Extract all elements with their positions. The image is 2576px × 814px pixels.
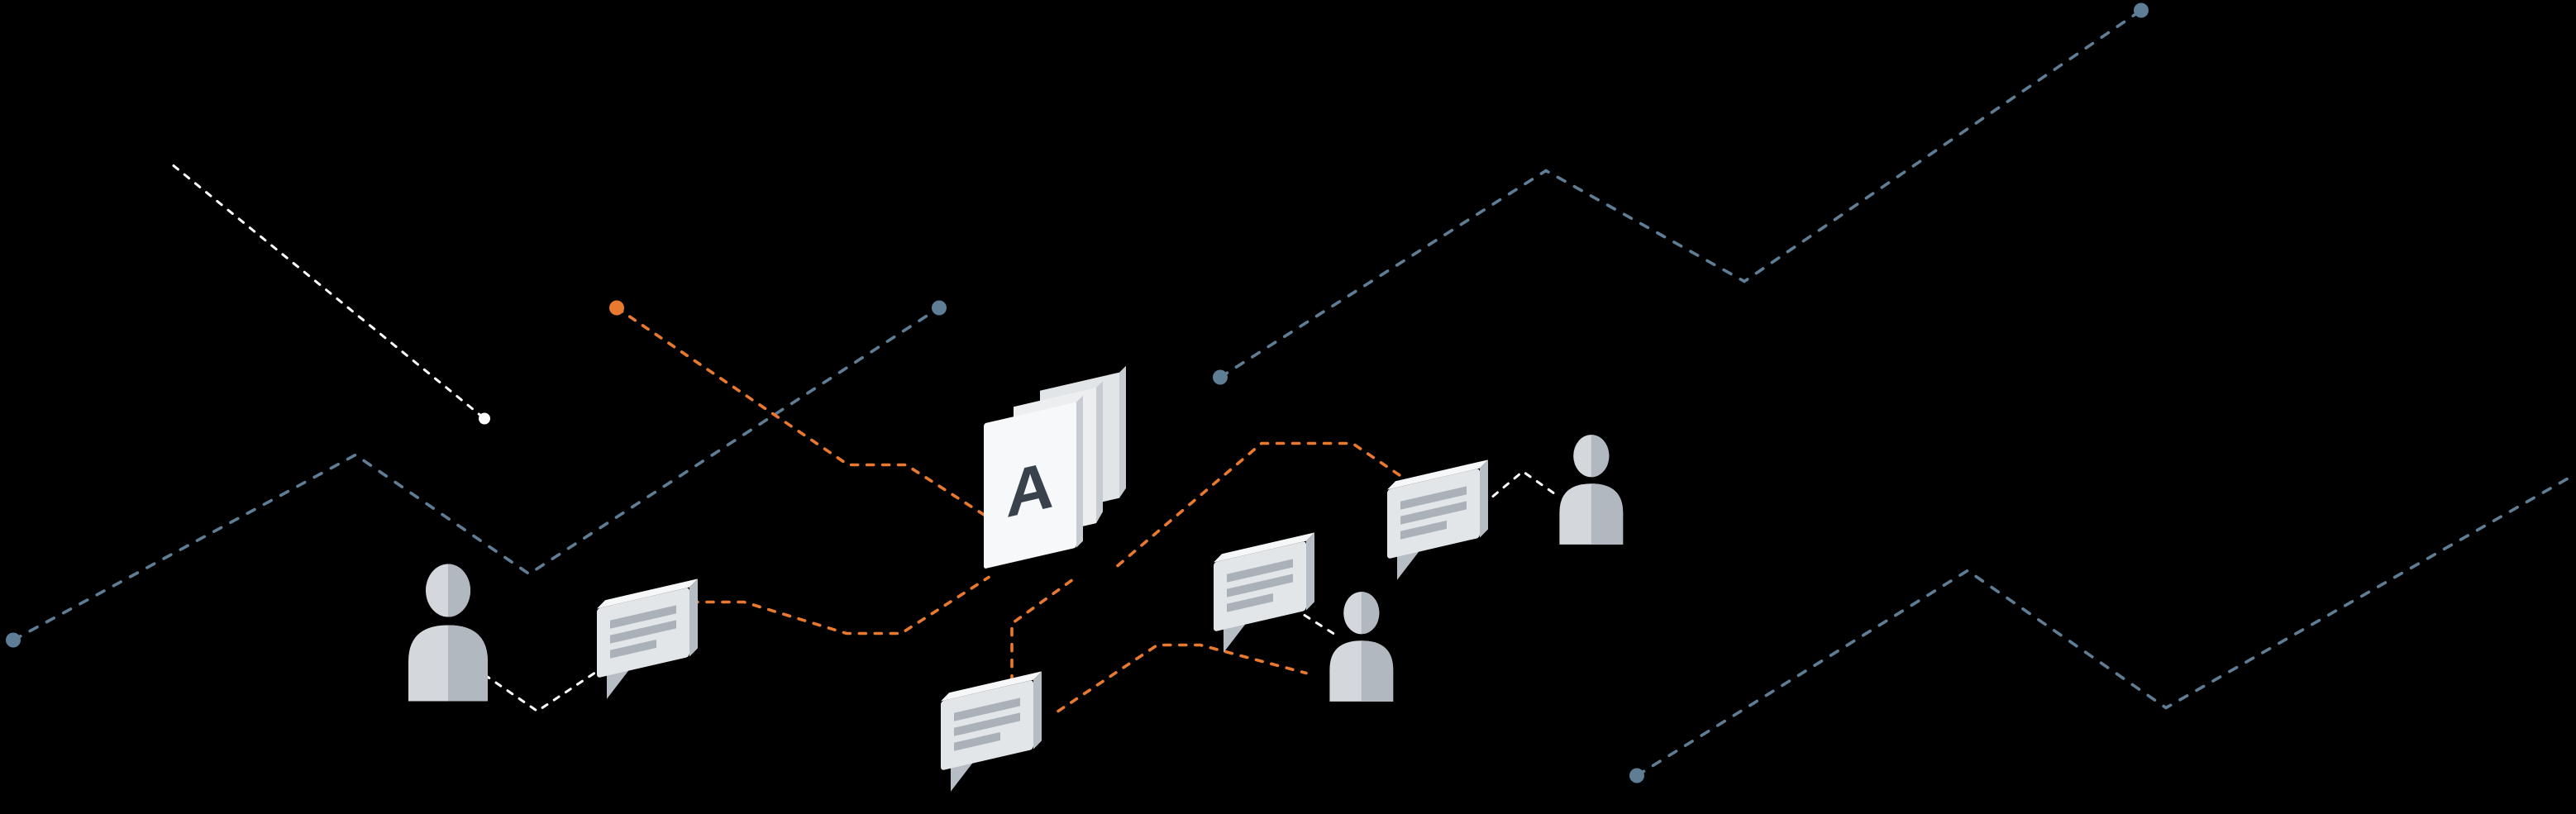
connector-slate-topright-zigzag [1219,8,2143,379]
connector-slate-left-zigzag [12,306,941,642]
connector-slate-right-zigzag [1635,473,2576,778]
document-page-middle-edge [1096,381,1103,524]
connector-white-cardright-to-person [1491,469,1558,497]
dot-slate-center [1213,369,1228,385]
connector-white-personleft-to-cardleft [483,670,599,713]
connector-orange-cardbottom-to-person [1057,643,1308,713]
connector-orange-dot-to-documents [615,306,1014,535]
dot-slate-bottom-right [1629,768,1644,783]
connector-white-topleft [172,164,486,420]
document-page-front-edge [1076,395,1083,548]
connector-orange-cardleft-to-documents [689,575,990,635]
dot-slate-upper-middle [932,300,947,316]
dot-slate-left-edge [6,632,21,648]
dot-white [479,412,490,425]
document-stack-icon: A [984,365,1126,569]
dot-orange [609,300,624,316]
connector-white-cardmiddle-to-person [1303,614,1338,636]
connector-orange-documents-to-cardright [1116,441,1410,568]
document-letter: A [1006,448,1054,532]
connector-orange-documents-to-cardbottom [1010,578,1073,683]
document-page-front [984,402,1076,569]
document-page-back-edge [1119,365,1126,498]
dot-slate-top-right [2134,2,2149,18]
